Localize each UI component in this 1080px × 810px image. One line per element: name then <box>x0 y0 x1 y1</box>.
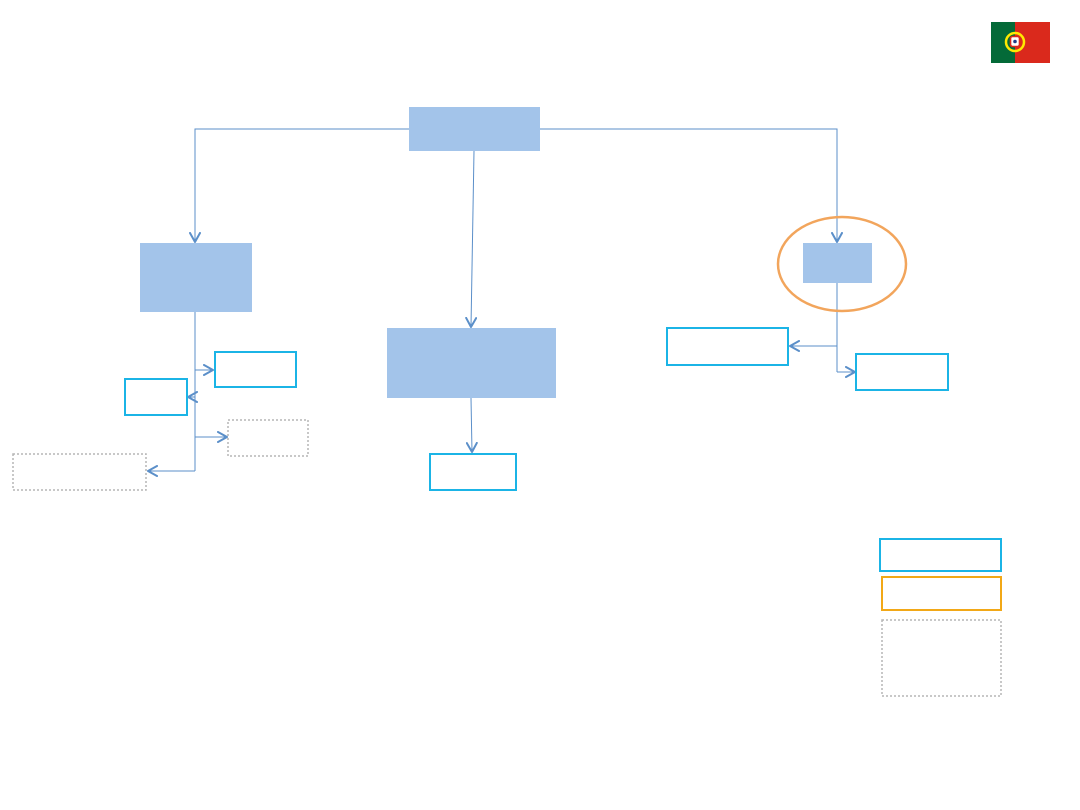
node-center-child <box>429 453 517 491</box>
node-left-child-1 <box>214 351 297 388</box>
node-right-child-2 <box>855 353 949 391</box>
edge-center-child <box>465 397 478 453</box>
portugal-flag-icon <box>991 22 1050 63</box>
edge-root-right <box>540 128 843 243</box>
legend-item-orange <box>881 576 1002 611</box>
highlight-ellipse <box>776 215 908 313</box>
node-left-child-3 <box>227 419 309 457</box>
legend-swatch-cyan <box>879 538 1002 572</box>
node-right-child-1-box <box>666 327 789 366</box>
node-left-child-3-box <box>227 419 309 457</box>
flag-shield-quina <box>1013 39 1017 44</box>
node-left-box <box>140 243 252 312</box>
legend-item-cyan <box>879 538 1002 572</box>
legend-item-dotted <box>881 619 1002 697</box>
node-right-box <box>803 243 872 283</box>
node-left-child-1-box <box>214 351 297 388</box>
node-left-child-2-box <box>124 378 188 416</box>
node-root-box <box>409 107 540 151</box>
legend-swatch-dotted <box>881 619 1002 697</box>
node-center-child-box <box>429 453 517 491</box>
legend-swatch-orange <box>881 576 1002 611</box>
node-right-child-1 <box>666 327 789 366</box>
node-right <box>776 215 908 313</box>
legend <box>879 538 1002 697</box>
node-left-child-4 <box>12 453 147 491</box>
node-right-child-2-box <box>855 353 949 391</box>
node-left-child-2 <box>124 378 188 416</box>
connectors <box>147 128 856 477</box>
node-root <box>409 107 540 151</box>
edge-root-center <box>465 150 478 328</box>
node-left <box>140 243 252 312</box>
edge-root-left <box>189 128 409 243</box>
node-center-box <box>387 328 556 398</box>
flag-red-field <box>1015 22 1050 63</box>
flag-armillary-sphere <box>1004 31 1026 53</box>
node-left-child-4-box <box>12 453 147 491</box>
node-center <box>387 328 556 398</box>
